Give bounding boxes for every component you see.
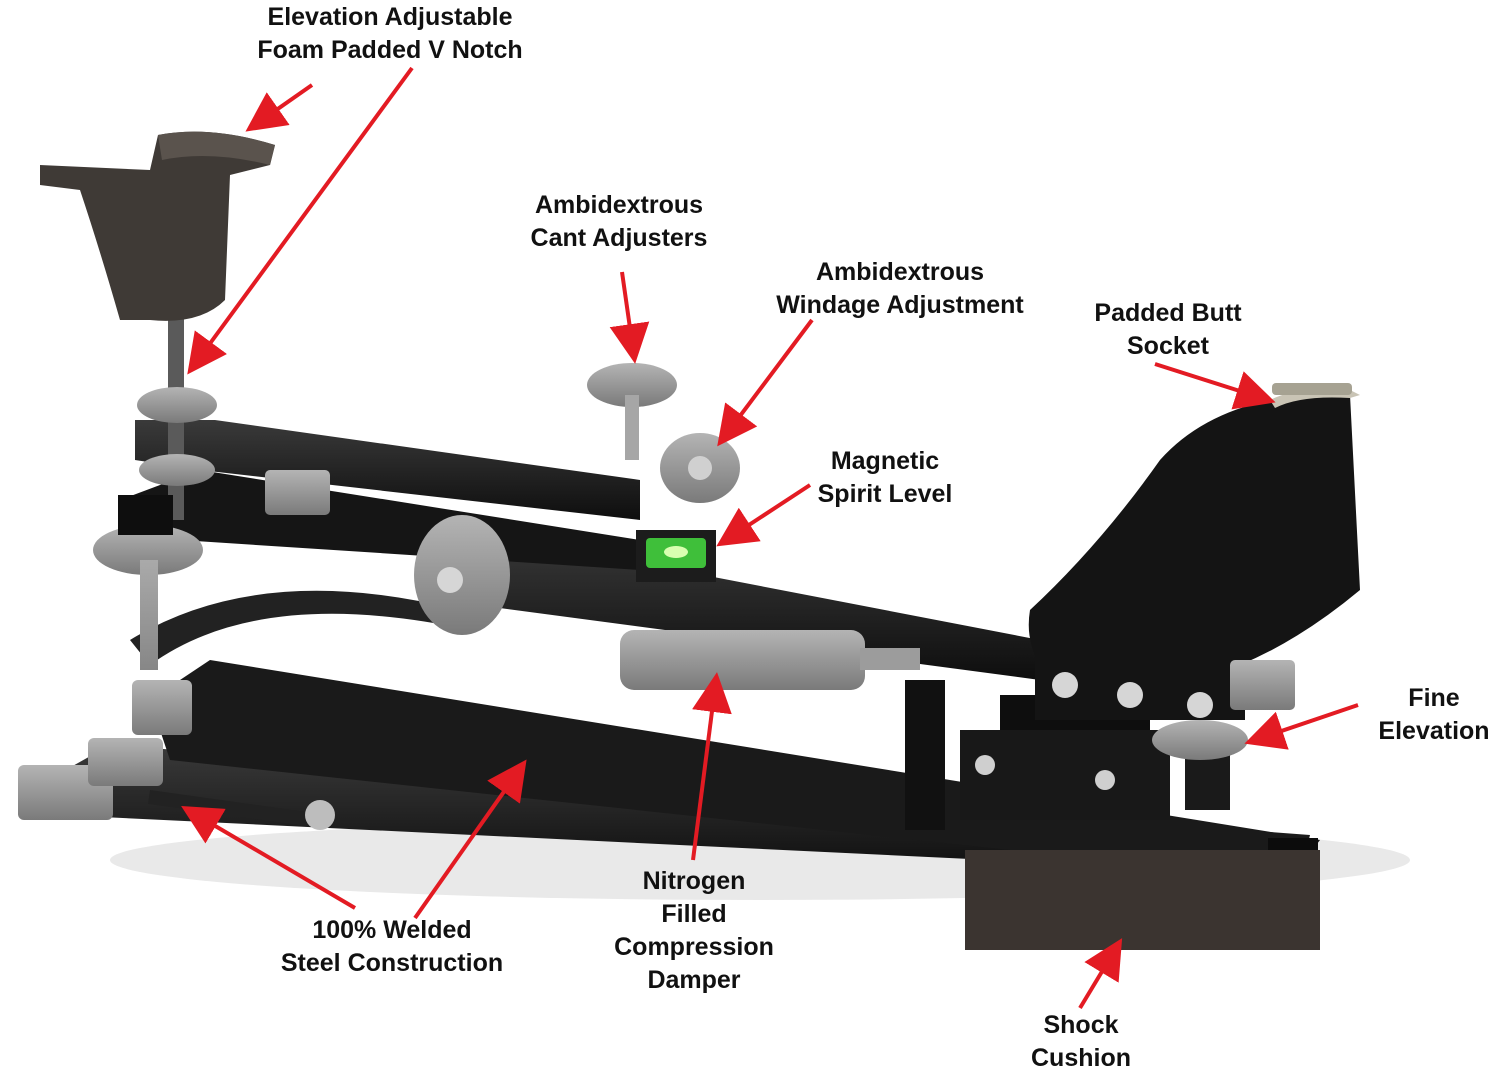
callout-spirit-level: Magnetic Spirit Level <box>818 445 953 511</box>
callout-welded: 100% Welded Steel Construction <box>281 914 503 980</box>
callout-damper-line-2: Filled <box>661 900 727 928</box>
callout-fine-elevation: Fine Elevation <box>1378 682 1489 748</box>
bolt <box>975 755 995 775</box>
callout-damper: Nitrogen Filled Compression Damper <box>614 865 774 997</box>
elevation-wheel-lower <box>139 454 215 486</box>
butt-socket-ridge <box>1272 383 1352 395</box>
callout-v-notch-line-2: Foam Padded V Notch <box>257 36 523 64</box>
butt-socket-clamp <box>1230 660 1295 710</box>
callout-spirit-level-line-1: Magnetic <box>830 447 940 475</box>
arrow-spirit-level <box>716 483 812 547</box>
bolt <box>1187 692 1213 718</box>
callout-damper-line-3: Compression <box>614 933 774 961</box>
curved-cant-arc <box>130 590 470 665</box>
callout-damper-line-4: Damper <box>647 966 741 994</box>
callout-butt-socket: Padded Butt Socket <box>1094 297 1241 363</box>
bolt <box>1117 682 1143 708</box>
callout-damper-line-1: Nitrogen <box>642 867 746 895</box>
damper-rod <box>860 648 920 670</box>
callout-windage: Ambidextrous Windage Adjustment <box>776 256 1023 322</box>
windage-knob-front <box>414 515 510 635</box>
callout-windage-line-1: Ambidextrous <box>815 258 985 286</box>
callout-welded-line-2: Steel Construction <box>280 949 504 977</box>
front-arm-lower <box>120 470 640 570</box>
bottom-rail <box>150 660 1320 880</box>
arrow-welded-left <box>181 805 357 910</box>
v-notch-pad <box>40 131 275 321</box>
callout-butt-socket-line-2: Socket <box>1127 332 1209 360</box>
front-rod-nut <box>305 800 335 830</box>
fine-elevation-wheel <box>1152 720 1248 760</box>
callout-cant-line-2: Cant Adjusters <box>530 224 708 252</box>
upper-rail <box>420 530 1040 680</box>
butt-socket-body <box>1028 395 1360 665</box>
arrow-cant <box>609 271 650 364</box>
elevation-wheel-upper <box>137 387 217 423</box>
front-rod <box>148 790 319 828</box>
foot-pad-mid <box>88 738 163 786</box>
arrow-shock <box>1078 938 1123 1010</box>
callout-fine-elevation-line-2: Elevation <box>1378 717 1490 745</box>
callout-shock-line-2: Cushion <box>1031 1044 1131 1072</box>
callout-cant-line-1: Ambidextrous <box>534 191 704 219</box>
spirit-level-bubble <box>664 546 688 558</box>
callout-v-notch-line-1: Elevation Adjustable <box>267 3 513 31</box>
rear-post <box>905 680 945 830</box>
arrow-welded-right <box>413 759 527 920</box>
arm-end-block <box>118 495 173 535</box>
foot-pad-back <box>132 680 192 735</box>
arrow-windage <box>717 318 814 447</box>
arrow-damper <box>691 672 732 861</box>
arrow-v-notch-screw <box>187 66 414 375</box>
arrow-fine-elevation <box>1244 703 1359 750</box>
callout-cant: Ambidextrous Cant Adjusters <box>531 189 708 255</box>
cant-knob-left <box>93 525 203 670</box>
callout-arrows <box>181 66 1359 1010</box>
bolt <box>1095 770 1115 790</box>
callout-butt-socket-line-1: Padded Butt <box>1094 299 1242 327</box>
windage-knob-side <box>660 433 740 503</box>
arm-spacer-block <box>265 470 330 515</box>
callout-v-notch: Elevation Adjustable Foam Padded V Notch <box>257 1 522 67</box>
v-notch-foam-edge <box>158 131 275 165</box>
rear-bracket-lower <box>960 730 1170 820</box>
damper-cylinder <box>620 630 865 690</box>
callout-shock: Shock Cushion <box>1031 1009 1131 1075</box>
arrow-butt-socket <box>1154 362 1276 410</box>
callout-windage-line-2: Windage Adjustment <box>776 291 1024 319</box>
front-arm <box>135 420 640 520</box>
callout-shock-line-1: Shock <box>1043 1011 1119 1039</box>
cant-knob-top <box>587 363 677 460</box>
arrow-v-notch-top <box>245 83 314 132</box>
shock-cushion <box>965 850 1320 950</box>
bolt <box>1052 672 1078 698</box>
callout-spirit-level-line-2: Spirit Level <box>817 480 953 508</box>
callout-welded-line-1: 100% Welded <box>312 916 472 944</box>
callout-fine-elevation-line-1: Fine <box>1408 684 1460 712</box>
